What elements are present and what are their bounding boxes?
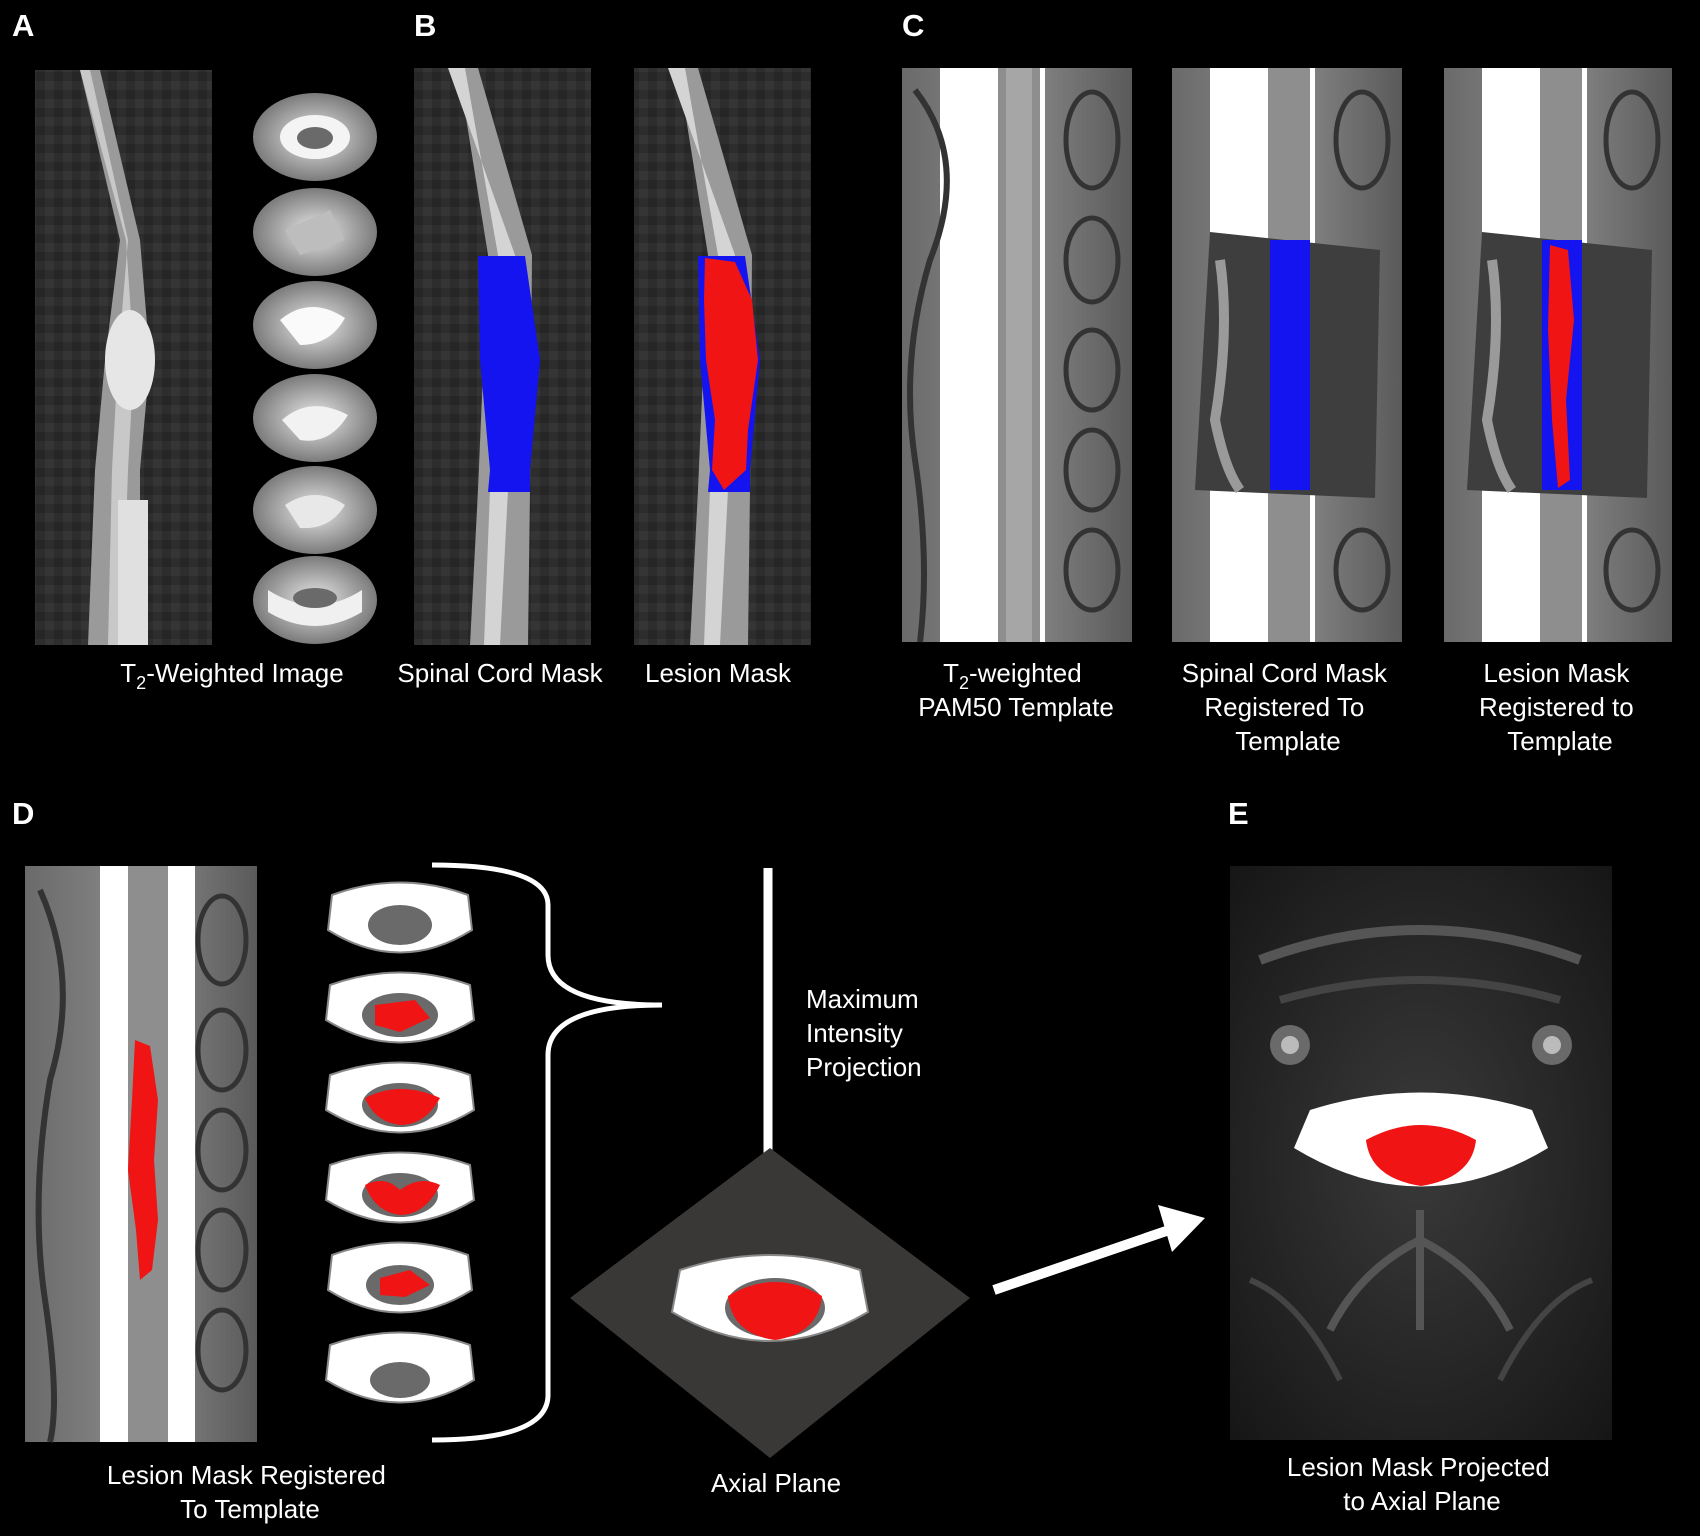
panel-b-letter: B (414, 8, 436, 43)
axial-slice-1 (253, 93, 377, 181)
spinal-cord-mask-overlay (478, 256, 540, 492)
panel-c-cord-registered-image (1172, 68, 1402, 642)
axial-slice-5 (253, 466, 377, 554)
panel-b-lesion-mask-image (634, 68, 811, 645)
panel-b-spinal-cord-caption: Spinal Cord Mask (397, 658, 603, 688)
panel-b-spinal-cord-mask-image (414, 68, 591, 645)
template-slice-4 (324, 1151, 476, 1224)
panel-a-caption: T2-Weighted Image (120, 658, 343, 693)
cord-mask-registered-overlay (1270, 240, 1310, 490)
panel-d-letter: D (12, 796, 34, 831)
template-slice-1 (326, 881, 474, 954)
curly-brace (431, 862, 663, 1443)
axial-slice-2 (253, 188, 377, 276)
axial-plane (570, 1148, 970, 1458)
template-slice-5 (326, 1241, 474, 1314)
axial-slice-6 (253, 556, 377, 644)
panel-e-axial-image (1230, 866, 1612, 1440)
panel-a-sagittal-image (35, 70, 212, 645)
result-arrow (992, 1205, 1205, 1295)
panel-a-letter: A (12, 8, 34, 43)
axial-slice-3 (253, 281, 377, 369)
lesion-mask-overlay (704, 258, 758, 490)
panel-c-lesion-registered-image (1444, 68, 1672, 642)
template-slice-2 (324, 971, 476, 1044)
panel-c-lesion-caption: Lesion Mask Registered to Template (1479, 658, 1641, 756)
panel-d-axial-slices (324, 881, 476, 1404)
panel-e-letter: E (1228, 796, 1249, 831)
panel-c-template-image (902, 68, 1132, 643)
panel-b-lesion-caption: Lesion Mask (645, 658, 792, 688)
panel-d-sagittal-template (25, 866, 257, 1443)
panel-e-lesion (1366, 1125, 1476, 1186)
projection-label: Maximum Intensity Projection (806, 984, 926, 1082)
panel-e-caption: Lesion Mask Projected to Axial Plane (1287, 1452, 1557, 1516)
axial-plane-label: Axial Plane (711, 1468, 841, 1498)
panel-c-template-caption: T2-weighted PAM50 Template (918, 658, 1114, 722)
panel-c-cord-caption: Spinal Cord Mask Registered To Template (1182, 658, 1394, 756)
lesion-mask-registered-overlay (1548, 245, 1574, 488)
template-slice-6 (324, 1331, 476, 1404)
panel-a-axial-slices (253, 93, 377, 644)
projected-lesion (728, 1282, 822, 1340)
template-slice-3 (324, 1061, 476, 1134)
axial-slice-4 (253, 374, 377, 462)
panel-d-caption: Lesion Mask Registered To Template (107, 1460, 393, 1524)
panel-c-letter: C (902, 8, 924, 43)
panel-d-lesion-overlay (128, 1040, 158, 1280)
